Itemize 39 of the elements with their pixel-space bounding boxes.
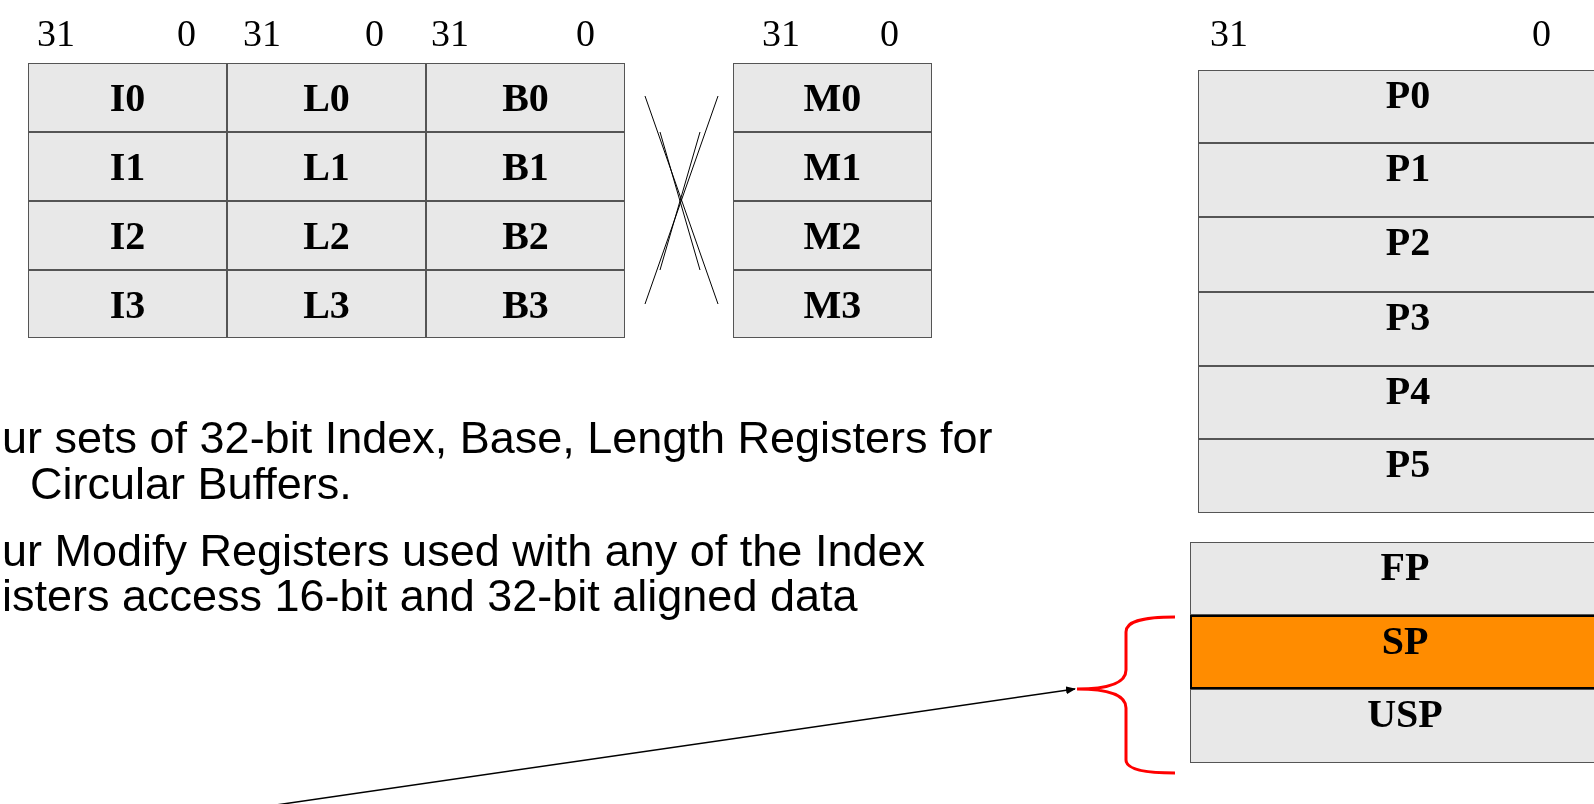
register-cell: L1 [227, 132, 426, 201]
register-cell: L3 [227, 270, 426, 338]
bit-number: 31 [243, 14, 281, 52]
register-cell: M1 [733, 132, 932, 201]
description-text: ur Modify Registers used with any of the Index [2, 528, 925, 573]
register-cell: P5 [1198, 439, 1594, 513]
register-cell: USP [1190, 689, 1594, 763]
description-text: Circular Buffers. [30, 461, 352, 506]
bit-number: 0 [365, 14, 384, 52]
register-cell: I2 [28, 201, 227, 270]
register-cell: L0 [227, 63, 426, 132]
register-cell: I1 [28, 132, 227, 201]
curly-brace [1075, 615, 1175, 775]
bit-number: 31 [1210, 14, 1248, 52]
bit-number: 0 [177, 14, 196, 52]
bit-number: 31 [37, 14, 75, 52]
register-cell: M3 [733, 270, 932, 338]
register-cell: I0 [28, 63, 227, 132]
register-cell: M2 [733, 201, 932, 270]
register-cell: P4 [1198, 366, 1594, 439]
register-cell: L2 [227, 201, 426, 270]
register-cell: B2 [426, 201, 625, 270]
register-cell: P1 [1198, 143, 1594, 217]
bit-number: 0 [880, 14, 899, 52]
register-cell: M0 [733, 63, 932, 132]
register-cell: P3 [1198, 292, 1594, 366]
register-cell: B1 [426, 132, 625, 201]
register-cell: B0 [426, 63, 625, 132]
bit-number: 0 [576, 14, 595, 52]
bit-number: 0 [1532, 14, 1551, 52]
register-cell: FP [1190, 542, 1594, 615]
register-cell: B3 [426, 270, 625, 338]
bit-number: 31 [431, 14, 469, 52]
register-cell: I3 [28, 270, 227, 338]
register-cell: SP [1190, 615, 1594, 689]
register-cell: P0 [1198, 70, 1594, 143]
description-text: ur sets of 32-bit Index, Base, Length Registers for [2, 415, 993, 460]
register-cell: P2 [1198, 217, 1594, 292]
bit-number: 31 [762, 14, 800, 52]
